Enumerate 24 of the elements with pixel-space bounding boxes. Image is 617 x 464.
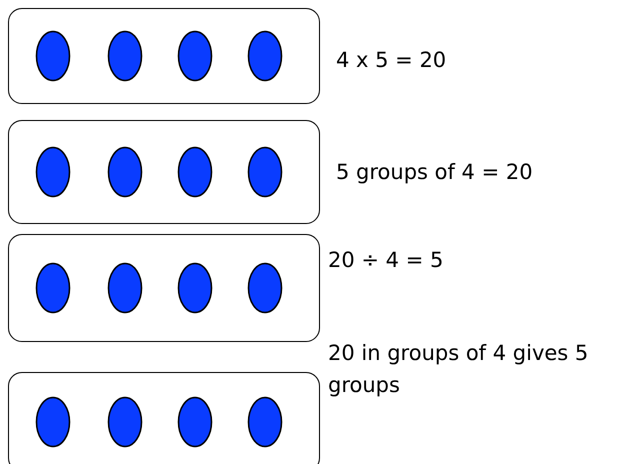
group-box <box>8 372 320 464</box>
equation-text: 20 ÷ 4 = 5 <box>328 247 444 274</box>
counter-dot <box>247 146 283 198</box>
equation-text: 4 x 5 = 20 <box>336 47 448 74</box>
counter-dot <box>247 396 283 448</box>
counter-dot <box>35 396 71 448</box>
counter-dot <box>35 146 71 198</box>
group-box <box>8 234 320 342</box>
counter-dot <box>247 262 283 314</box>
counter-dot <box>247 30 283 82</box>
group-box <box>8 120 320 224</box>
counter-dot <box>35 262 71 314</box>
counter-dot <box>177 262 213 314</box>
counter-dot <box>177 146 213 198</box>
counter-dot <box>107 146 143 198</box>
equation-text: 5 groups of 4 = 20 <box>336 159 534 186</box>
equation-text: 20 in groups of 4 gives 5 groups <box>328 340 590 399</box>
counter-dot <box>107 30 143 82</box>
counter-dot <box>35 30 71 82</box>
counter-dot <box>177 30 213 82</box>
counter-dot <box>107 396 143 448</box>
counter-dot <box>177 396 213 448</box>
counter-dot <box>107 262 143 314</box>
group-box <box>8 8 320 104</box>
